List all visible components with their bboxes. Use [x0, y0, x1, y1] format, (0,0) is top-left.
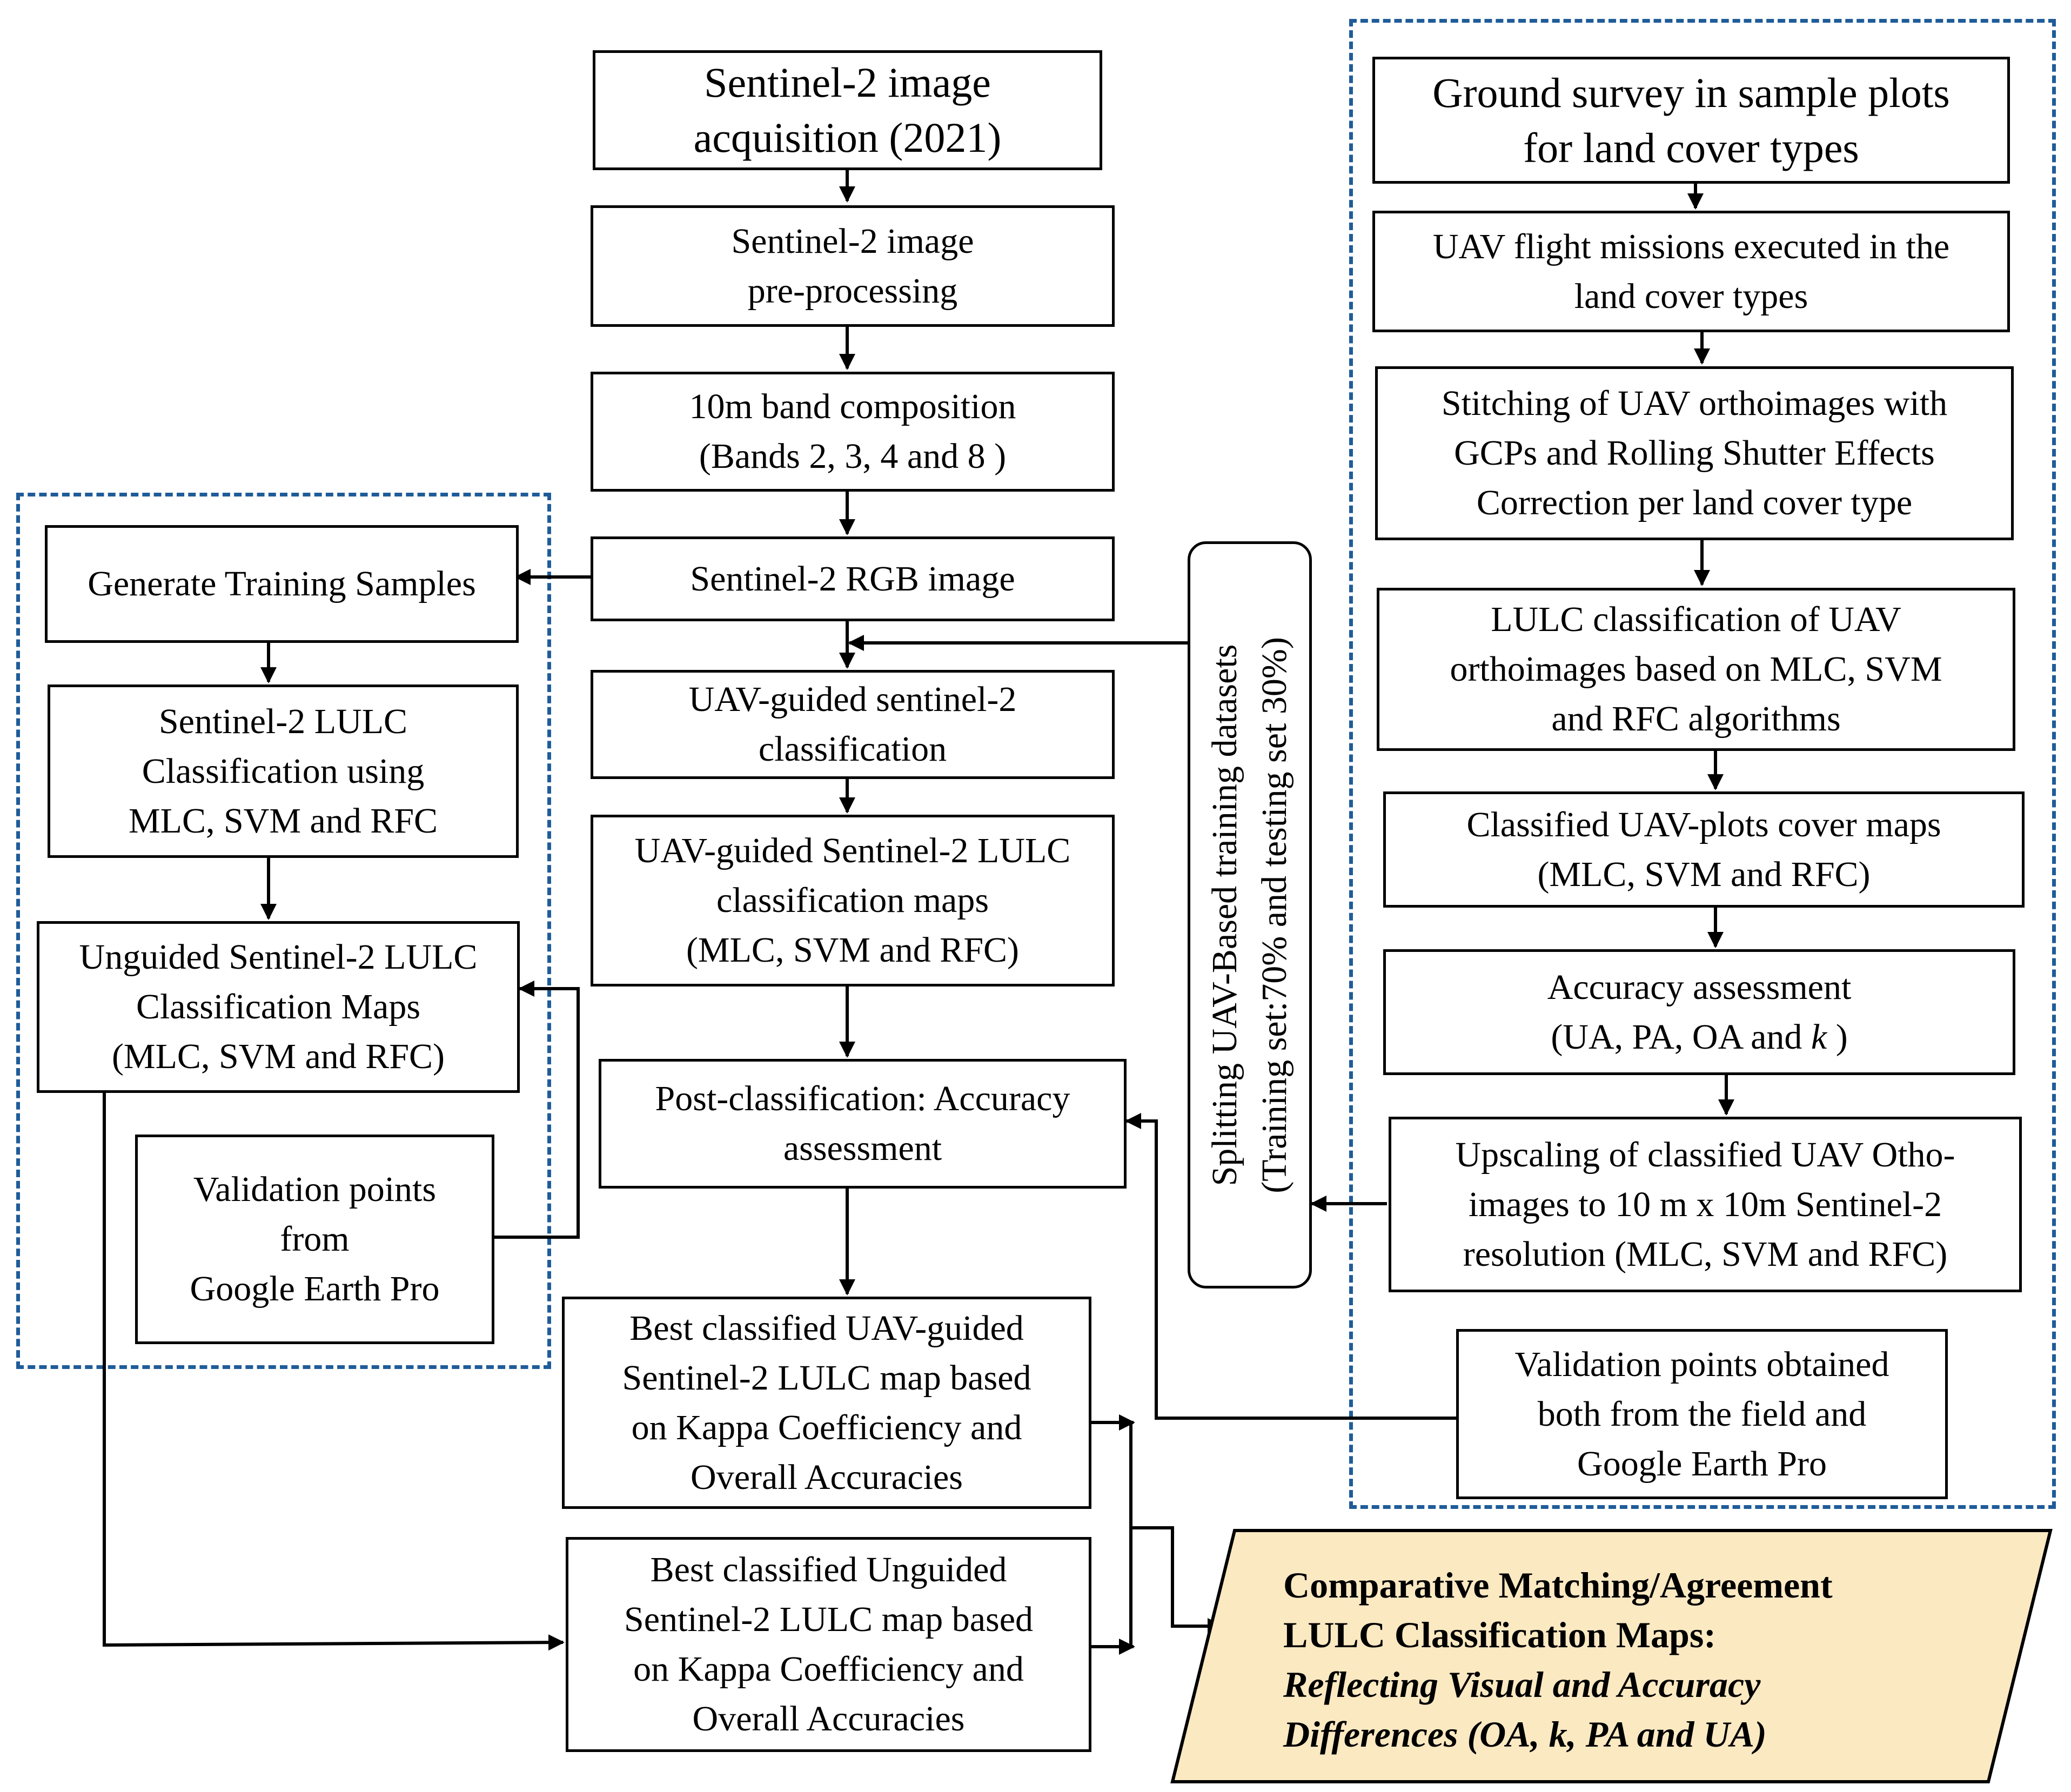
uav-guided-classification-box: UAV-guided sentinel-2 classification [591, 670, 1115, 779]
classified-plots-box: Classified UAV-plots cover maps (MLC, SV… [1383, 791, 2025, 908]
upscaling-line-3: resolution (MLC, SVM and RFC) [1463, 1234, 1948, 1274]
best-unguided-line-4: Overall Accuracies [692, 1699, 965, 1739]
upscaling-line-2: images to 10 m x 10m Sentinel-2 [1468, 1184, 1942, 1224]
rgb-image-box: Sentinel-2 RGB image [591, 536, 1115, 621]
lulc-classification-box: Sentinel-2 LULC Classification using MLC… [48, 684, 519, 858]
lulc-classification-line-1: Sentinel-2 LULC [158, 701, 408, 741]
accuracy-assessment-box: Accuracy assessment (UA, PA, OA and k ) [1383, 949, 2015, 1075]
final-italic-line-2: Differences (OA, k, PA and UA) [1283, 1714, 1767, 1755]
best-uav-guided-box: Best classified UAV-guided Sentinel-2 LU… [562, 1297, 1091, 1509]
best-unguided-line-1: Best classified Unguided [650, 1550, 1007, 1589]
band-composition-box: 10m band composition (Bands 2, 3, 4 and … [591, 372, 1115, 492]
ground-survey-line-1: Ground survey in sample plots [1432, 69, 1950, 116]
preprocessing-line-1: Sentinel-2 image [731, 221, 974, 261]
best-uav-guided-line-1: Best classified UAV-guided [629, 1308, 1024, 1348]
best-uav-guided-line-3: on Kappa Coefficiency and [631, 1407, 1022, 1447]
ground-survey-box: Ground survey in sample plots for land c… [1372, 57, 2010, 184]
best-uav-guided-line-4: Overall Accuracies [691, 1457, 963, 1497]
validation-points-line-1: Validation points [193, 1170, 437, 1209]
unguided-maps-box: Unguided Sentinel-2 LULC Classification … [37, 921, 520, 1093]
splitting-line-2: (Training set:70% and testing set 30%) [1255, 636, 1294, 1193]
band-composition-line-1: 10m band composition [689, 387, 1016, 426]
unguided-maps-line-2: Classification Maps [136, 987, 421, 1026]
validation-field-box: Validation points obtained both from the… [1456, 1329, 1948, 1499]
final-bold-line-1: Comparative Matching/Agreement [1283, 1565, 1833, 1606]
accuracy-assessment-kappa: k [1811, 1017, 1827, 1057]
accuracy-assessment-line-1: Accuracy assessment [1547, 967, 1852, 1007]
uav-flight-box: UAV flight missions executed in the land… [1372, 211, 2010, 332]
uav-guided-maps-line-3: (MLC, SVM and RFC) [686, 930, 1020, 970]
uav-flight-line-1: UAV flight missions executed in the [1432, 226, 1950, 266]
validation-points-line-2: from [280, 1219, 350, 1259]
final-bold-line-2: LULC Classification Maps: [1283, 1614, 1716, 1655]
stitching-box: Stitching of UAV orthoimages with GCPs a… [1375, 366, 2014, 540]
post-classification-line-2: assessment [783, 1129, 942, 1168]
upscaling-box: Upscaling of classified UAV Otho- images… [1389, 1117, 2022, 1292]
acquisition-line-1: Sentinel-2 image [704, 59, 991, 106]
uav-guided-maps-line-1: UAV-guided Sentinel-2 LULC [634, 831, 1071, 870]
uav-lulc-classification-line-1: LULC classification of UAV [1491, 600, 1901, 639]
validation-points-line-3: Google Earth Pro [190, 1269, 440, 1308]
post-classification-box: Post-classification: Accuracy assessment [599, 1059, 1127, 1189]
preprocessing-box: Sentinel-2 image pre-processing [591, 205, 1115, 327]
uav-flight-line-2: land cover types [1574, 276, 1808, 316]
comparative-output-text: Comparative Matching/Agreement LULC Clas… [1283, 1560, 1986, 1759]
classified-plots-line-1: Classified UAV-plots cover maps [1466, 804, 1941, 844]
best-unguided-box: Best classified Unguided Sentinel-2 LULC… [566, 1537, 1091, 1752]
unguided-maps-line-1: Unguided Sentinel-2 LULC [79, 937, 478, 977]
uav-lulc-classification-box: LULC classification of UAV orthoimages b… [1377, 588, 2015, 751]
comparative-output-shape [1170, 1529, 2053, 1783]
comparative-output-box: Comparative Matching/Agreement LULC Clas… [1170, 1528, 2056, 1785]
uav-guided-classification-line-1: UAV-guided sentinel-2 [688, 680, 1017, 719]
uav-guided-classification-line-2: classification [758, 729, 947, 769]
validation-points-box: Validation points from Google Earth Pro [135, 1135, 494, 1344]
best-unguided-line-3: on Kappa Coefficiency and [633, 1649, 1024, 1689]
stitching-line-2: GCPs and Rolling Shutter Effects [1454, 433, 1935, 473]
uav-lulc-classification-line-3: and RFC algorithms [1551, 699, 1841, 739]
validation-field-line-1: Validation points obtained [1514, 1344, 1889, 1384]
arrow-unguided-to-best-unguided [103, 1093, 565, 1651]
preprocessing-line-2: pre-processing [747, 271, 958, 311]
accuracy-assessment-line-2: (UA, PA, OA and k ) [1551, 1012, 1847, 1062]
uav-guided-maps-line-2: classification maps [716, 881, 989, 920]
ground-survey-line-2: for land cover types [1523, 124, 1859, 171]
unguided-maps-line-3: (MLC, SVM and RFC) [111, 1037, 445, 1076]
uav-lulc-classification-line-2: orthoimages based on MLC, SVM [1450, 649, 1942, 689]
post-classification-line-1: Post-classification: Accuracy [655, 1079, 1070, 1118]
classified-plots-line-2: (MLC, SVM and RFC) [1537, 854, 1871, 894]
accuracy-assessment-close: ) [1827, 1017, 1848, 1057]
stitching-line-1: Stitching of UAV orthoimages with [1441, 384, 1948, 423]
upscaling-line-1: Upscaling of classified UAV Otho- [1455, 1135, 1955, 1174]
arrow-validation-field-to-post [1125, 1113, 1456, 1420]
best-unguided-line-2: Sentinel-2 LULC map based [624, 1600, 1033, 1639]
splitting-line-1: Splitting UAV-Based training datasets [1205, 644, 1244, 1186]
arrow-join-to-final [1131, 1526, 1224, 1634]
final-italic-line-1: Reflecting Visual and Accuracy [1283, 1664, 1761, 1705]
acquisition-line-2: acquisition (2021) [693, 114, 1002, 161]
splitting-datasets-text: Splitting UAV-Based training datasets (T… [1200, 637, 1299, 1193]
validation-field-line-3: Google Earth Pro [1577, 1444, 1827, 1484]
left-group-frame [16, 493, 551, 1369]
right-group-frame [1349, 19, 2056, 1509]
arrow-validation-to-unguided [494, 981, 580, 1239]
acquisition-box: Sentinel-2 image acquisition (2021) [593, 50, 1102, 170]
splitting-datasets-box: Splitting UAV-Based training datasets (T… [1188, 541, 1312, 1288]
best-uav-guided-line-2: Sentinel-2 LULC map based [622, 1358, 1031, 1398]
accuracy-assessment-metrics: (UA, PA, OA and [1551, 1017, 1811, 1057]
band-composition-line-2: (Bands 2, 3, 4 and 8 ) [699, 437, 1007, 476]
validation-field-line-2: both from the field and [1537, 1394, 1867, 1434]
uav-guided-maps-box: UAV-guided Sentinel-2 LULC classificatio… [591, 815, 1115, 986]
stitching-line-3: Correction per land cover type [1476, 483, 1913, 522]
lulc-classification-line-3: MLC, SVM and RFC [128, 801, 438, 841]
rgb-image-line-1: Sentinel-2 RGB image [690, 559, 1015, 599]
training-samples-line-1: Generate Training Samples [88, 564, 476, 603]
training-samples-box: Generate Training Samples [45, 525, 519, 643]
lulc-classification-line-2: Classification using [142, 751, 425, 791]
